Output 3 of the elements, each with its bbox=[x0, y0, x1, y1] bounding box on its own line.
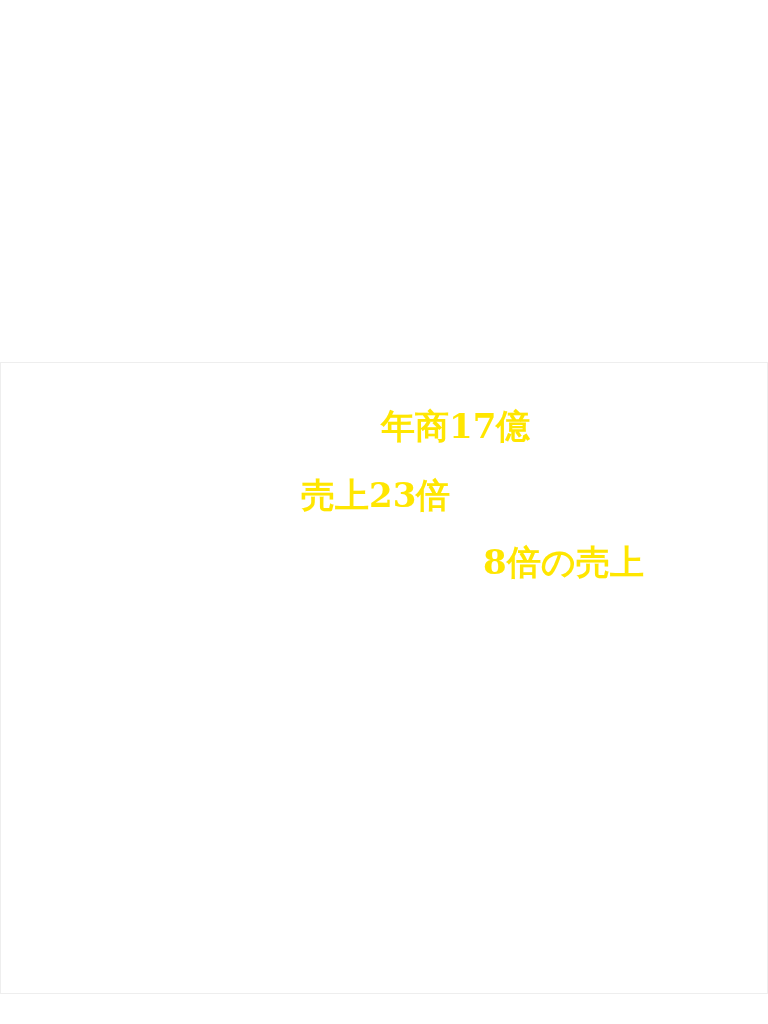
headline-text: 8倍の売上 bbox=[483, 542, 644, 582]
headline-text: 年商17億 bbox=[381, 406, 531, 446]
headline-text: 売上23倍 bbox=[301, 475, 451, 515]
